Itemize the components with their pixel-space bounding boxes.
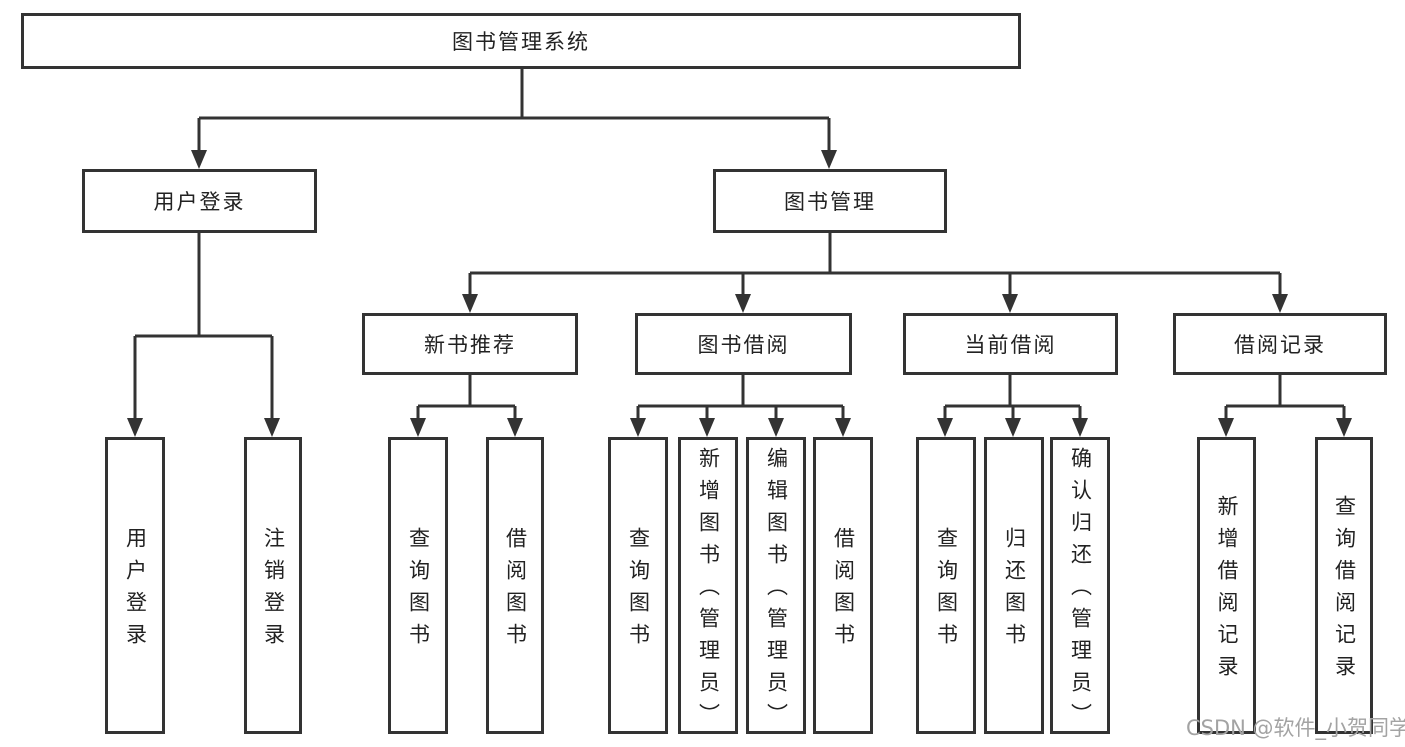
leaf-query-books: 查询图书 — [388, 437, 448, 734]
node-label: 当前借阅 — [964, 333, 1057, 357]
leaf-logout-login: 注销登录 — [244, 437, 302, 734]
leaf-query-borrow-record: 查询借阅记录 — [1315, 437, 1373, 734]
node-label: 图书借阅 — [697, 333, 790, 357]
node-label: 图书管理系统 — [452, 30, 590, 54]
leaf-borrow-books: 借阅图书 — [813, 437, 873, 734]
node-label: 图书管理 — [784, 190, 876, 214]
node-label: 用户登录 — [153, 190, 246, 214]
node-label: 编辑图书（管理员） — [764, 447, 789, 735]
node-label: 借阅图书 — [831, 527, 856, 655]
node-user-login: 用户登录 — [82, 169, 317, 233]
node-label: 借阅记录 — [1234, 333, 1326, 357]
node-label: 查询图书 — [626, 527, 651, 655]
node-label: 新书推荐 — [424, 333, 516, 357]
leaf-return-books: 归还图书 — [984, 437, 1044, 734]
node-label: 归还图书 — [1002, 527, 1027, 655]
node-label: 借阅图书 — [503, 527, 528, 655]
node-borrowing-records: 借阅记录 — [1173, 313, 1387, 375]
node-book-management: 图书管理 — [713, 169, 947, 233]
node-label: 确认归还（管理员） — [1068, 447, 1093, 735]
leaf-confirm-return-admin: 确认归还（管理员） — [1050, 437, 1110, 735]
node-new-book-recommendation: 新书推荐 — [362, 313, 578, 375]
node-label: 用户登录 — [123, 527, 148, 655]
node-label: 新增借阅记录 — [1215, 495, 1239, 687]
node-current-borrowing: 当前借阅 — [903, 313, 1118, 375]
leaf-query-books: 查询图书 — [608, 437, 668, 734]
watermark: CSDN @软件_小贺同学 — [1186, 716, 1405, 740]
node-label: 注销登录 — [261, 527, 286, 655]
node-label: 查询图书 — [934, 527, 959, 655]
leaf-borrow-books: 借阅图书 — [486, 437, 544, 734]
node-book-borrowing: 图书借阅 — [635, 313, 852, 375]
leaf-add-book-admin: 新增图书（管理员） — [678, 437, 738, 735]
node-label: 查询图书 — [406, 527, 431, 655]
node-label: 新增图书（管理员） — [696, 447, 721, 735]
leaf-query-books: 查询图书 — [916, 437, 976, 734]
leaf-user-login: 用户登录 — [105, 437, 165, 734]
node-label: 查询借阅记录 — [1332, 495, 1357, 687]
leaf-add-borrow-record: 新增借阅记录 — [1197, 437, 1256, 734]
node-library-management-system: 图书管理系统 — [21, 13, 1021, 69]
leaf-edit-book-admin: 编辑图书（管理员） — [746, 437, 806, 735]
arrowhead-icons — [127, 150, 1352, 437]
